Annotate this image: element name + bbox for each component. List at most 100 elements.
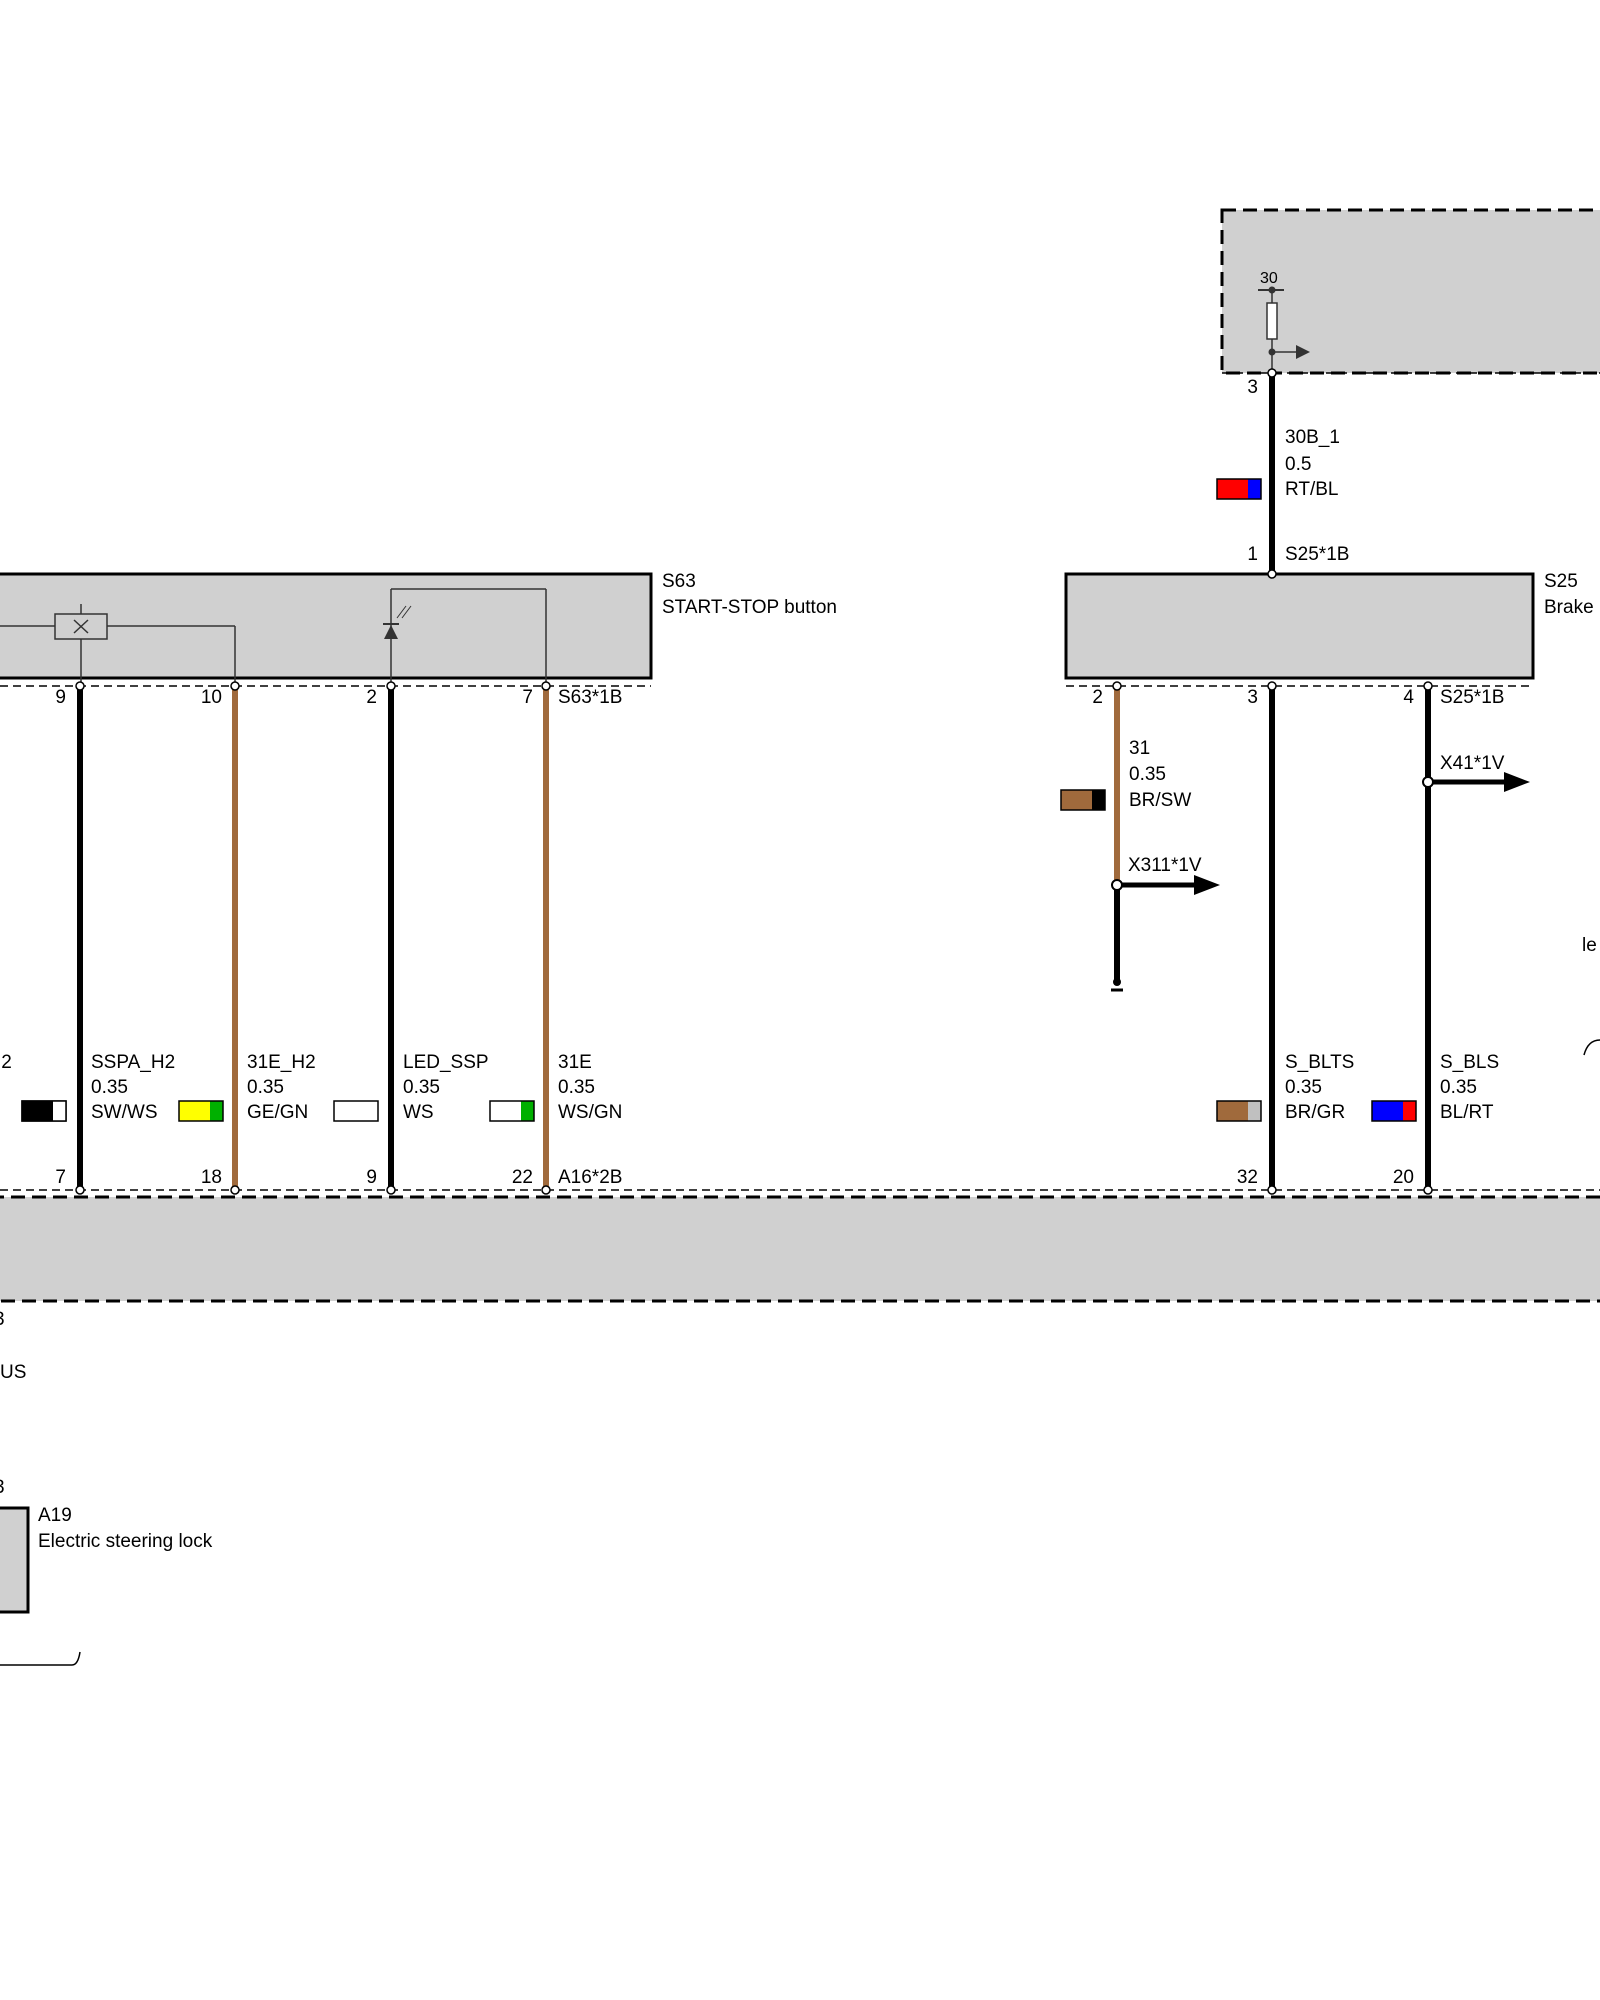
- partial-label-b: 3: [0, 1477, 5, 1498]
- svg-text:I2: I2: [0, 1052, 12, 1073]
- swatch-border: [21, 1100, 67, 1122]
- svg-text:0.35: 0.35: [558, 1077, 595, 1098]
- svg-text:0.35: 0.35: [1440, 1077, 1477, 1098]
- pin-numbers: 3 1 9 10 2 7 2 3 4 7 18 9 22 32 20: [55, 377, 1414, 1188]
- swatch-stripe: [210, 1101, 223, 1121]
- swatch-stripe: [53, 1101, 66, 1121]
- color-swatch-icon: [21, 1100, 67, 1122]
- svg-text:WS/GN: WS/GN: [558, 1102, 622, 1123]
- x311-branch[interactable]: X311*1V: [1111, 855, 1220, 895]
- svg-text:0.5: 0.5: [1285, 454, 1311, 475]
- color-swatch-icon: [178, 1100, 224, 1122]
- pin-number: 20: [1393, 1167, 1414, 1188]
- swatch-base: [334, 1101, 378, 1121]
- swatch-border: [1371, 1100, 1417, 1122]
- svg-text:BL/RT: BL/RT: [1440, 1102, 1494, 1123]
- color-swatch-icon: [1216, 1100, 1262, 1122]
- pin-number: 22: [512, 1167, 533, 1188]
- wire-label-31e-h2: 31E_H2 0.35 GE/GN: [178, 1052, 316, 1123]
- x41-label: X41*1V: [1440, 753, 1505, 774]
- svg-text:0.35: 0.35: [247, 1077, 284, 1098]
- swatch-border: [1216, 1100, 1262, 1122]
- x311-label: X311*1V: [1128, 855, 1202, 876]
- s25-name: Brake: [1544, 597, 1594, 618]
- bottom-module: A16*2B US 3 . 3: [0, 1167, 1600, 1498]
- swatch-border: [1060, 789, 1106, 811]
- wire-label-30b: 30B_1 0.5 RT/BL: [1216, 427, 1340, 500]
- pin-number: 7: [522, 687, 533, 708]
- svg-text:SSPA_H2: SSPA_H2: [91, 1052, 175, 1073]
- svg-text:RT/BL: RT/BL: [1285, 479, 1339, 500]
- s63-id: S63: [662, 571, 696, 592]
- swatch-stripe: [1248, 1101, 1261, 1121]
- swatch-stripe: [1092, 790, 1105, 810]
- s63-connector: S63*1B: [558, 687, 622, 708]
- svg-text:S_BLTS: S_BLTS: [1285, 1052, 1354, 1073]
- pin-number: 2: [1092, 687, 1103, 708]
- a19-component: A19 Electric steering lock: [0, 1505, 213, 1666]
- pin-number: 9: [55, 687, 66, 708]
- pin-number: 9: [366, 1167, 377, 1188]
- svg-text:GE/GN: GE/GN: [247, 1102, 308, 1123]
- pin-number: 10: [201, 687, 222, 708]
- swatch-base: [1061, 790, 1092, 810]
- svg-text:0.35: 0.35: [1129, 764, 1166, 785]
- bottom-module-partial-label: US: [0, 1362, 26, 1383]
- bottom-module-connector: A16*2B: [558, 1167, 622, 1188]
- color-swatch-icon: [1216, 478, 1262, 500]
- swatch-stripe: [521, 1101, 534, 1121]
- pin-number: 4: [1403, 687, 1414, 708]
- svg-text:31E: 31E: [558, 1052, 592, 1073]
- svg-text:31E_H2: 31E_H2: [247, 1052, 316, 1073]
- svg-text:0.35: 0.35: [403, 1077, 440, 1098]
- svg-text:LED_SSP: LED_SSP: [403, 1052, 489, 1073]
- swatch-base: [1372, 1101, 1403, 1121]
- swatch-base: [22, 1101, 53, 1121]
- pin-number: 18: [201, 1167, 222, 1188]
- x41-branch[interactable]: X41*1V: [1422, 753, 1530, 792]
- s63-component: S63 START-STOP button S63*1B: [0, 571, 837, 708]
- wire-label-s-bls: S_BLS 0.35 BL/RT: [1371, 1052, 1499, 1123]
- swatch-border: [489, 1100, 535, 1122]
- s25-id: S25: [1544, 571, 1578, 592]
- pin-markers: [75, 368, 1433, 1195]
- color-swatch-icon: [1371, 1100, 1417, 1122]
- s63-name: START-STOP button: [662, 597, 837, 618]
- s25-component: S25 Brake S25*1B S25*1B: [1064, 544, 1594, 708]
- wire-31[interactable]: [1111, 686, 1123, 992]
- x311-arrow-icon: [1194, 875, 1220, 895]
- wire-label-led-ssp: LED_SSP 0.35 WS: [333, 1052, 489, 1123]
- swatch-stripe: [1248, 479, 1261, 499]
- color-swatch-icon: [333, 1100, 379, 1122]
- swatch-stripe: [1403, 1101, 1416, 1121]
- right-edge-arc: [1583, 1039, 1600, 1056]
- swatch-border: [1216, 478, 1262, 500]
- s25-bottom-connector: S25*1B: [1440, 687, 1504, 708]
- svg-text:0.35: 0.35: [91, 1077, 128, 1098]
- s25-top-connector: S25*1B: [1285, 544, 1349, 565]
- svg-text:S_BLS: S_BLS: [1440, 1052, 1499, 1073]
- swatch-base: [179, 1101, 210, 1121]
- top-module-pin-label: 30: [1260, 270, 1278, 287]
- wire-label-31e: 31E 0.35 WS/GN: [489, 1052, 622, 1123]
- partial-label-a: 3: [0, 1309, 5, 1330]
- svg-text:SW/WS: SW/WS: [91, 1102, 158, 1123]
- x41-arrow-icon: [1504, 772, 1530, 792]
- pin-number: 2: [366, 687, 377, 708]
- svg-text:0.35: 0.35: [1285, 1077, 1322, 1098]
- svg-text:BR/SW: BR/SW: [1129, 790, 1191, 811]
- pin-number: 32: [1237, 1167, 1258, 1188]
- color-swatch-icon: [489, 1100, 535, 1122]
- swatch-border: [178, 1100, 224, 1122]
- svg-text:30B_1: 30B_1: [1285, 427, 1340, 448]
- swatch-base: [1217, 479, 1248, 499]
- pin-number: 7: [55, 1167, 66, 1188]
- a19-id: A19: [38, 1505, 72, 1526]
- right-edge-partial-label: le: [1582, 935, 1597, 956]
- wire-label-sspa: SSPA_H2 0.35 SW/WS: [21, 1052, 175, 1123]
- svg-text:WS: WS: [403, 1102, 434, 1123]
- swatch-base: [1217, 1101, 1248, 1121]
- svg-text:BR/GR: BR/GR: [1285, 1102, 1345, 1123]
- pin-number: 1: [1247, 544, 1258, 565]
